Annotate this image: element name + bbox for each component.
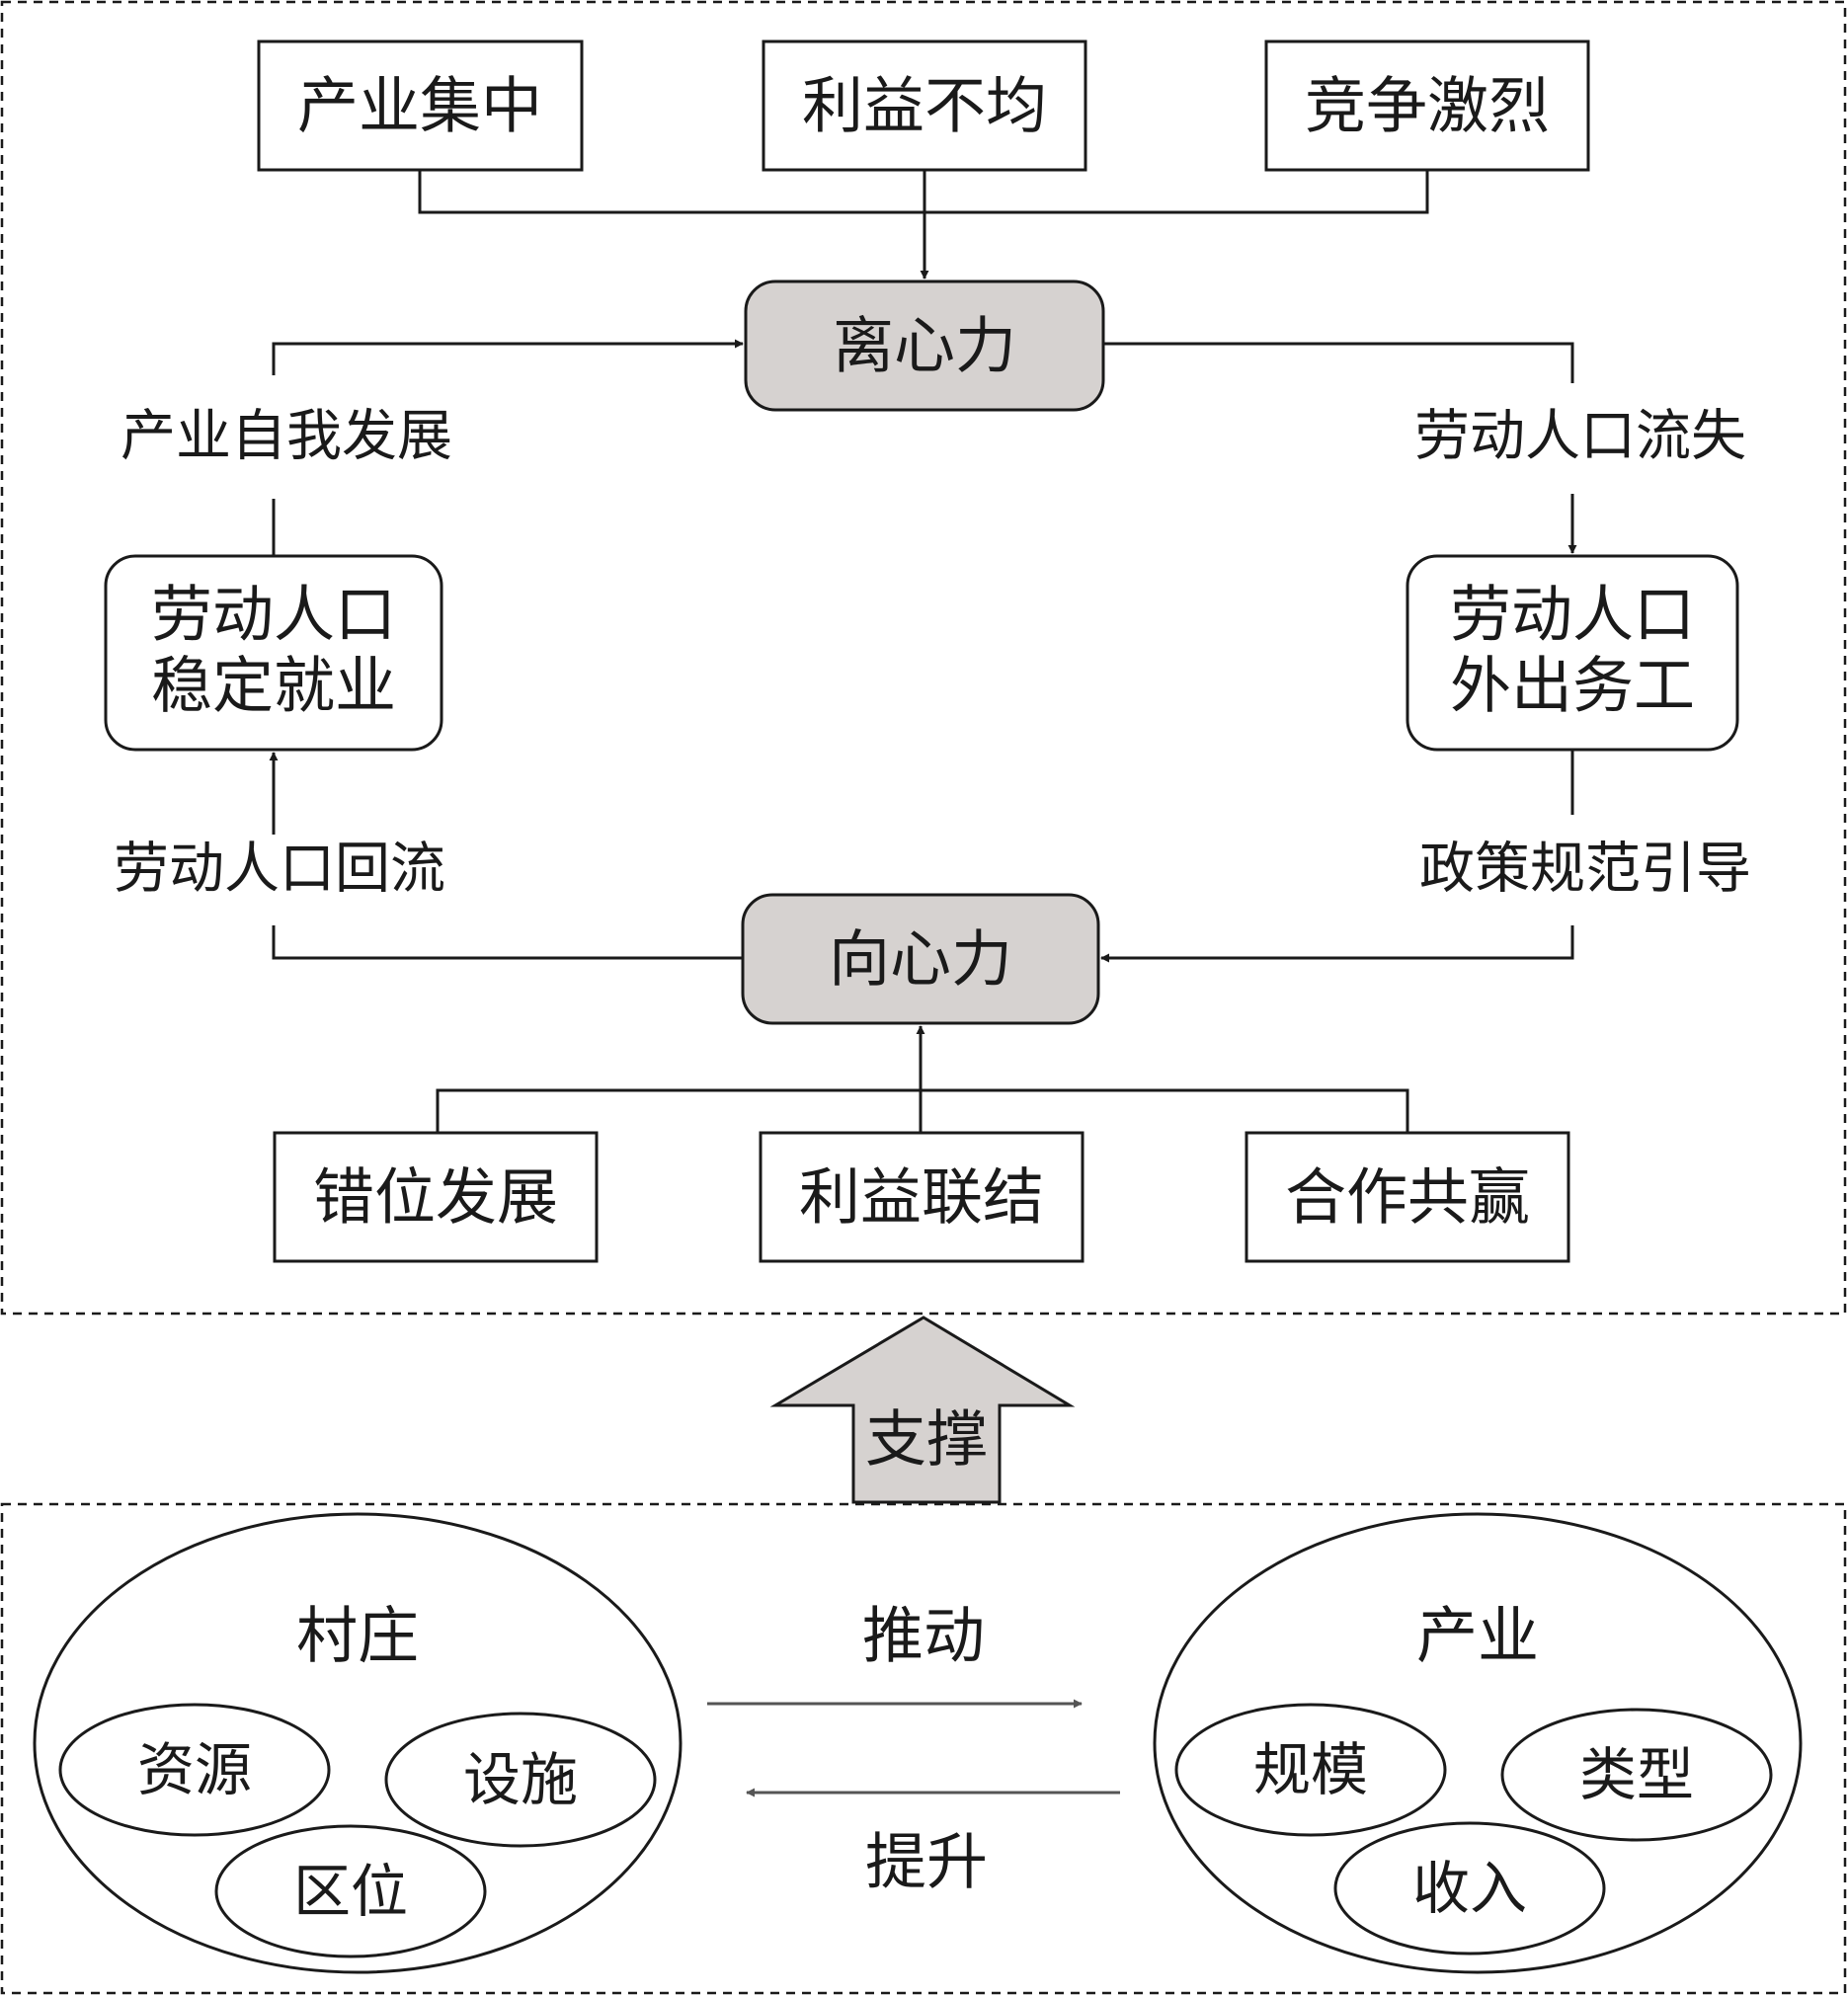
top-panel-border (0, 0, 1847, 1316)
factor-box-industry-concentration: 产业集中 (257, 40, 584, 172)
factor-label: 合作共赢 (1285, 1161, 1530, 1234)
factor-box-uneven-benefits: 利益不均 (762, 40, 1087, 172)
label-labor-outflow: 劳动人口流失 (1414, 405, 1746, 469)
node-line: 劳动人口 (1450, 579, 1695, 651)
factor-box-interest-linkage: 利益联结 (759, 1131, 1085, 1263)
lift-label: 提升 (865, 1826, 988, 1898)
factor-box-win-win-cooperation: 合作共赢 (1245, 1131, 1570, 1263)
label-industry-self-development: 产业自我发展 (121, 405, 452, 469)
factor-label: 利益不均 (802, 70, 1047, 142)
support-arrow: 支撑 (769, 1316, 1076, 1504)
village-item-resources: 资源 (137, 1736, 252, 1803)
factor-label: 竞争激烈 (1305, 70, 1550, 142)
node-line: 稳定就业 (151, 650, 396, 722)
centripetal-left-connector (272, 925, 743, 960)
centrifugal-label: 离心力 (833, 310, 1016, 382)
node-labor-stable-employment: 劳动人口 稳定就业 (104, 554, 443, 752)
factor-box-staggered-development: 错位发展 (273, 1131, 599, 1263)
factor-label: 错位发展 (313, 1161, 558, 1234)
industry-group: 产业 规模 类型 收入 (1153, 1512, 1803, 1974)
factor-label: 产业集中 (297, 70, 542, 142)
factor-label: 利益联结 (799, 1161, 1044, 1234)
industry-title: 产业 (1416, 1600, 1539, 1672)
label-labor-return: 劳动人口回流 (114, 838, 445, 902)
push-label: 推动 (862, 1600, 985, 1672)
centrifugal-force-node: 离心力 (744, 279, 1105, 412)
support-label: 支撑 (865, 1403, 988, 1476)
village-item-facilities: 设施 (463, 1746, 578, 1813)
node-line: 外出务工 (1450, 650, 1695, 722)
node-labor-working-away: 劳动人口 外出务工 (1406, 554, 1739, 752)
industry-item-income: 收入 (1412, 1855, 1527, 1922)
village-title: 村庄 (296, 1600, 419, 1672)
centripetal-label: 向心力 (829, 923, 1012, 996)
label-policy-guidance: 政策规范引导 (1419, 838, 1751, 902)
bottom-panel-border (0, 1502, 1847, 1995)
arrow-to-centrifugal-left (272, 339, 744, 375)
arrow-to-centripetal-right (1100, 925, 1574, 963)
industry-item-type: 类型 (1579, 1741, 1694, 1808)
bottom-factors-connector (436, 1088, 1409, 1133)
village-group: 村庄 资源 设施 区位 (33, 1512, 683, 1974)
village-item-location: 区位 (293, 1858, 408, 1925)
industry-item-scale: 规模 (1253, 1736, 1368, 1803)
centripetal-force-node: 向心力 (741, 893, 1100, 1025)
node-line: 劳动人口 (151, 579, 396, 651)
centrifugal-right-connector (1103, 342, 1574, 383)
factor-box-fierce-competition: 竞争激烈 (1264, 40, 1590, 172)
